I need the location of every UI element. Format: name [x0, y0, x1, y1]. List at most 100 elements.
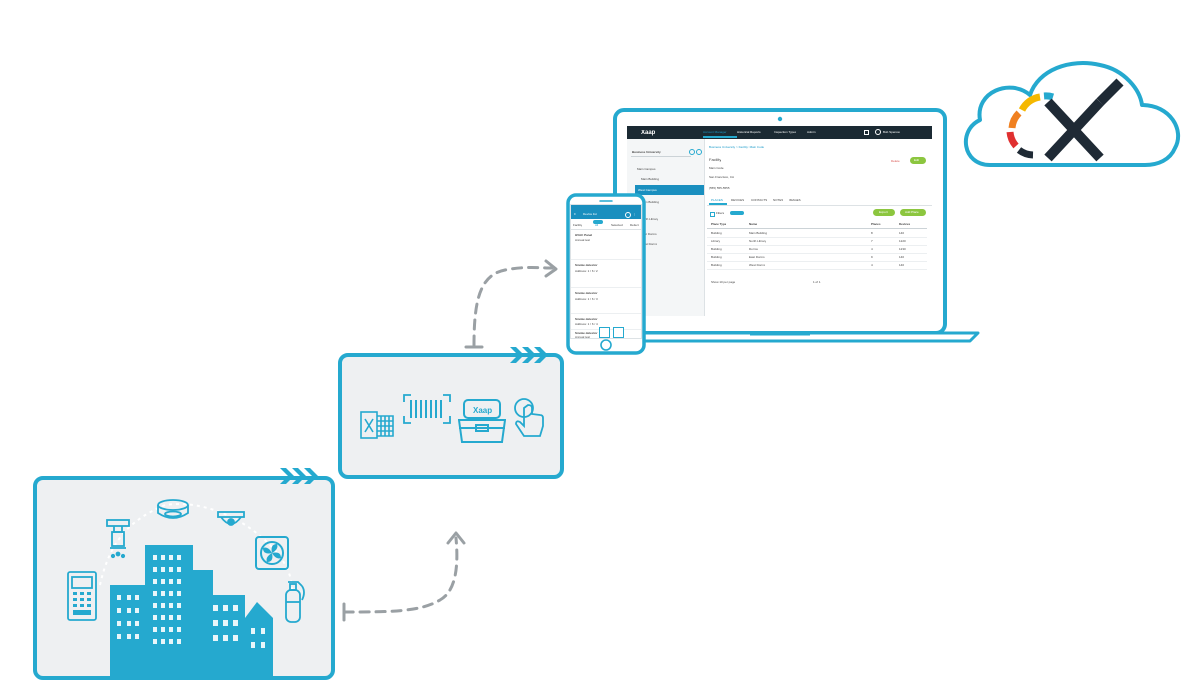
barcode-scan-icon — [403, 394, 451, 429]
page-size-select[interactable]: Show 10 per page — [711, 281, 736, 284]
tab-label: PLACES — [711, 199, 723, 202]
cell-place-type: Building — [711, 248, 722, 251]
sidebar-account-name[interactable]: Business University — [632, 151, 661, 154]
cell-places: 9 — [871, 256, 873, 259]
tab-images[interactable]: IMAGES — [789, 199, 801, 202]
process-panel — [338, 347, 564, 479]
list-item[interactable]: Smoke detector Annual test — [571, 330, 641, 338]
add-fab-icon[interactable] — [613, 327, 624, 338]
column-header[interactable]: Name — [749, 223, 758, 226]
nav-admin[interactable]: Admin — [807, 131, 816, 134]
user-avatar-icon[interactable] — [875, 129, 881, 135]
phone-title: Device list — [583, 213, 597, 216]
excel-icon — [360, 408, 396, 447]
list-item-title: Smoke detector — [575, 318, 598, 321]
tab-places[interactable]: PLACES — [709, 197, 727, 205]
breadcrumb[interactable]: Business University > Facility: Main Cod… — [709, 146, 765, 149]
phone-screen: ≡ Device list ⋮ Facility All Selected De… — [570, 204, 642, 339]
table-row[interactable]: Building East Dorms 9 140 — [707, 254, 927, 262]
tab-notes[interactable]: NOTES — [773, 199, 784, 202]
nav-account-manager[interactable]: Account Manager — [703, 131, 727, 134]
pagination[interactable]: 1 of 1 — [813, 281, 821, 284]
list-item-title: HVAC Panel — [575, 234, 593, 237]
cell-devices: 140 — [899, 256, 905, 259]
tab-badge — [593, 220, 603, 224]
phone-tab-active[interactable]: All — [595, 224, 599, 227]
column-header[interactable]: Place Type — [711, 223, 727, 226]
fan-icon — [254, 535, 290, 576]
user-name[interactable]: Bob Spencer — [883, 131, 901, 134]
cell-place-type: Library — [711, 240, 721, 243]
delete-button[interactable]: Delete — [891, 160, 900, 163]
sidebar-item[interactable]: Main Campus — [637, 168, 656, 171]
list-item-title: Smoke detector — [575, 292, 598, 295]
cell-devices: 140 — [899, 232, 905, 235]
more-icon[interactable]: ⋮ — [633, 213, 636, 216]
table-row[interactable]: Building Main Building 8 140 — [707, 230, 927, 238]
table-row[interactable]: Library North Library 7 1220 — [707, 238, 927, 246]
cell-devices: 1220 — [899, 240, 906, 243]
arrowhead-up — [446, 531, 466, 545]
edit-button[interactable]: Edit — [910, 157, 926, 164]
tab-contacts[interactable]: CONTACTS — [751, 199, 768, 202]
phone-tab[interactable]: Facility — [573, 224, 583, 227]
sidebar-item[interactable]: West Dorms — [641, 243, 658, 246]
list-item[interactable]: Smoke detector Address: 1 / 6 / 2 — [571, 261, 641, 288]
tab-devices[interactable]: DEVICES — [731, 199, 745, 202]
sidebar-item-selected[interactable]: West Campus — [635, 185, 704, 195]
arrow-scene-to-process — [342, 536, 459, 614]
places-table: Place Type Name Places Devices Building … — [707, 222, 927, 274]
cell-places: 4 — [871, 248, 873, 251]
cell-places: 7 — [871, 240, 873, 243]
filters-button[interactable]: Filters — [716, 212, 725, 215]
filter-icon[interactable] — [710, 212, 715, 217]
sidebar-item[interactable]: East Dorms — [641, 233, 657, 236]
phone-header: ≡ Device list ⋮ — [571, 205, 641, 219]
cell-place-type: Building — [711, 232, 722, 235]
list-item-title: Smoke detector — [575, 264, 598, 267]
apps-grid-icon[interactable] — [864, 130, 869, 135]
menu-icon[interactable]: ≡ — [574, 213, 576, 216]
search-icon[interactable] — [625, 212, 631, 218]
camera-icon — [216, 510, 246, 537]
nav-inspection-types[interactable]: Inspection Types — [774, 131, 797, 134]
table-row[interactable]: Building Dorms 4 1230 — [707, 246, 927, 254]
nav-historical-reports[interactable]: Historical Reports — [737, 131, 761, 134]
tab-strip: PLACES DEVICES CONTACTS NOTES IMAGES — [707, 197, 932, 206]
cell-name: West Dorms — [749, 264, 766, 267]
cell-place-type: Building — [711, 256, 722, 259]
list-item-subtitle: Address: 1 / 6 / 2 — [575, 270, 598, 273]
export-button[interactable]: Export — [873, 209, 895, 216]
column-header[interactable]: Devices — [899, 223, 911, 226]
add-place-button[interactable]: Add Place — [900, 209, 926, 216]
list-item-title: Smoke detector — [575, 332, 598, 335]
export-button-label: Export — [879, 211, 888, 214]
brand-logo[interactable]: Xaap — [641, 130, 656, 136]
list-item[interactable]: Smoke detector Address: 1 / 6 / 3 — [571, 289, 641, 314]
table-row[interactable]: Building West Dorms 4 140 — [707, 262, 927, 270]
list-item-subtitle: Address: 1 / 6 / 4 — [575, 323, 598, 326]
phone-tab[interactable]: Selected — [611, 224, 623, 227]
account-search-input[interactable] — [631, 148, 691, 157]
table-header: Place Type Name Places Devices — [707, 222, 927, 229]
search-icon[interactable] — [689, 149, 695, 155]
column-header[interactable]: Places — [871, 223, 881, 226]
sidebar-item[interactable]: Main Building — [641, 201, 660, 204]
control-panel-icon — [66, 570, 98, 627]
list-item[interactable]: HVAC Panel Annual test — [571, 231, 641, 260]
phone-tab[interactable]: Defect — [630, 224, 639, 227]
sidebar-item[interactable]: North Library — [641, 218, 659, 221]
sidebar-item[interactable]: Main Building — [641, 178, 660, 181]
cell-name: North Library — [749, 240, 767, 243]
list-item-subtitle: Address: 1 / 6 / 3 — [575, 298, 598, 301]
fire-extinguisher-icon — [282, 580, 308, 629]
scan-fab-icon[interactable] — [599, 327, 610, 338]
cell-place-type: Building — [711, 264, 722, 267]
facility-address: San Francisco, CA — [709, 176, 735, 179]
edit-button-label: Edit — [914, 159, 920, 162]
add-icon[interactable] — [696, 149, 702, 155]
arrowhead-right — [544, 259, 558, 278]
laptop-screen: Xaap Account Manager Historical Reports … — [627, 126, 932, 316]
filter-chip[interactable] — [730, 211, 744, 215]
